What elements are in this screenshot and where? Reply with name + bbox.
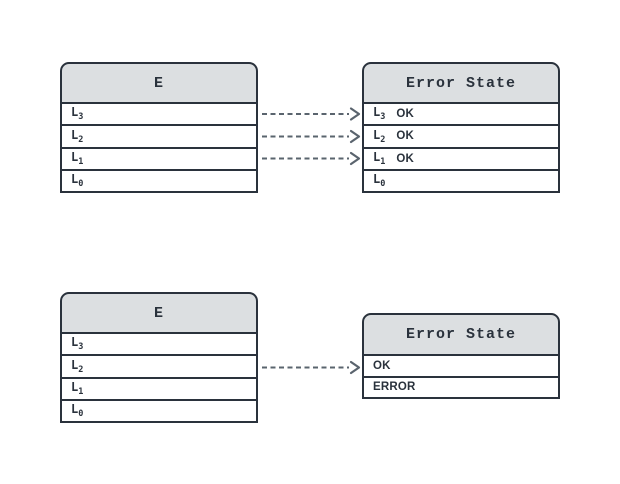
- table-e-bottom: E L3 L2 L1 L0: [60, 292, 258, 423]
- table-title: E: [153, 74, 164, 92]
- row-label-subscript: 1: [78, 386, 84, 397]
- row-label-subscript: 3: [380, 112, 386, 123]
- table-row: OK: [362, 356, 560, 378]
- row-label-subscript: 0: [380, 179, 386, 190]
- row-label-subscript: 3: [78, 342, 84, 353]
- row-label: L2: [71, 127, 84, 145]
- table-header: Error State: [362, 62, 560, 104]
- table-header: E: [60, 292, 258, 334]
- table-row: L1 OK: [362, 148, 560, 171]
- table-header: Error State: [362, 313, 560, 356]
- arrowhead-icon: [349, 151, 361, 166]
- row-label: L1: [71, 379, 84, 397]
- row-label-subscript: 2: [78, 134, 84, 145]
- row-value: ERROR: [373, 381, 416, 394]
- table-header: E: [60, 62, 258, 104]
- row-label-subscript: 2: [78, 364, 84, 375]
- row-label-subscript: 3: [78, 112, 84, 123]
- row-label: L1: [373, 149, 386, 167]
- arrowhead-icon: [349, 360, 361, 375]
- table-row: L3: [60, 334, 258, 357]
- row-value: OK: [373, 359, 391, 372]
- table-row: L0: [60, 400, 258, 423]
- row-value: OK: [396, 152, 415, 165]
- row-label-subscript: 2: [380, 134, 386, 145]
- dashed-arrow: [262, 107, 361, 121]
- row-label: L2: [71, 357, 84, 375]
- row-value: OK: [396, 130, 415, 143]
- row-label: L3: [373, 105, 386, 123]
- table-row: L2: [60, 356, 258, 379]
- arrowhead-icon: [349, 107, 361, 121]
- dashed-arrow: [262, 360, 361, 375]
- table-row: L0: [60, 170, 258, 193]
- table-row: L0: [362, 170, 560, 193]
- table-row: ERROR: [362, 377, 560, 399]
- arrowhead-icon: [349, 129, 361, 144]
- table-row: L1: [60, 378, 258, 401]
- row-label: L0: [71, 402, 84, 420]
- row-label-subscript: 0: [78, 179, 84, 190]
- row-label-subscript: 1: [380, 156, 386, 167]
- table-row: L3 OK: [362, 104, 560, 127]
- row-label: L0: [373, 172, 386, 190]
- table-error-state-top: Error State L3 OK L2 OK L1 OK L0: [362, 62, 560, 193]
- row-label: L2: [373, 127, 386, 145]
- table-error-state-bottom: Error State OK ERROR: [362, 313, 560, 399]
- table-title: Error State: [405, 74, 517, 92]
- row-label-subscript: 1: [78, 156, 84, 167]
- dashed-arrow: [262, 129, 361, 144]
- row-label: L3: [71, 105, 84, 123]
- row-label-subscript: 0: [78, 409, 84, 420]
- table-row: L2: [60, 126, 258, 149]
- row-label: L3: [71, 335, 84, 353]
- table-title: Error State: [405, 326, 517, 343]
- row-label: L0: [71, 172, 84, 190]
- table-row: L2 OK: [362, 126, 560, 149]
- table-row: L1: [60, 148, 258, 171]
- row-value: OK: [396, 108, 415, 121]
- row-label: L1: [71, 149, 84, 167]
- table-title: E: [153, 304, 164, 322]
- dashed-arrow: [262, 151, 361, 166]
- table-e-top: E L3 L2 L1 L0: [60, 62, 258, 193]
- table-row: L3: [60, 104, 258, 127]
